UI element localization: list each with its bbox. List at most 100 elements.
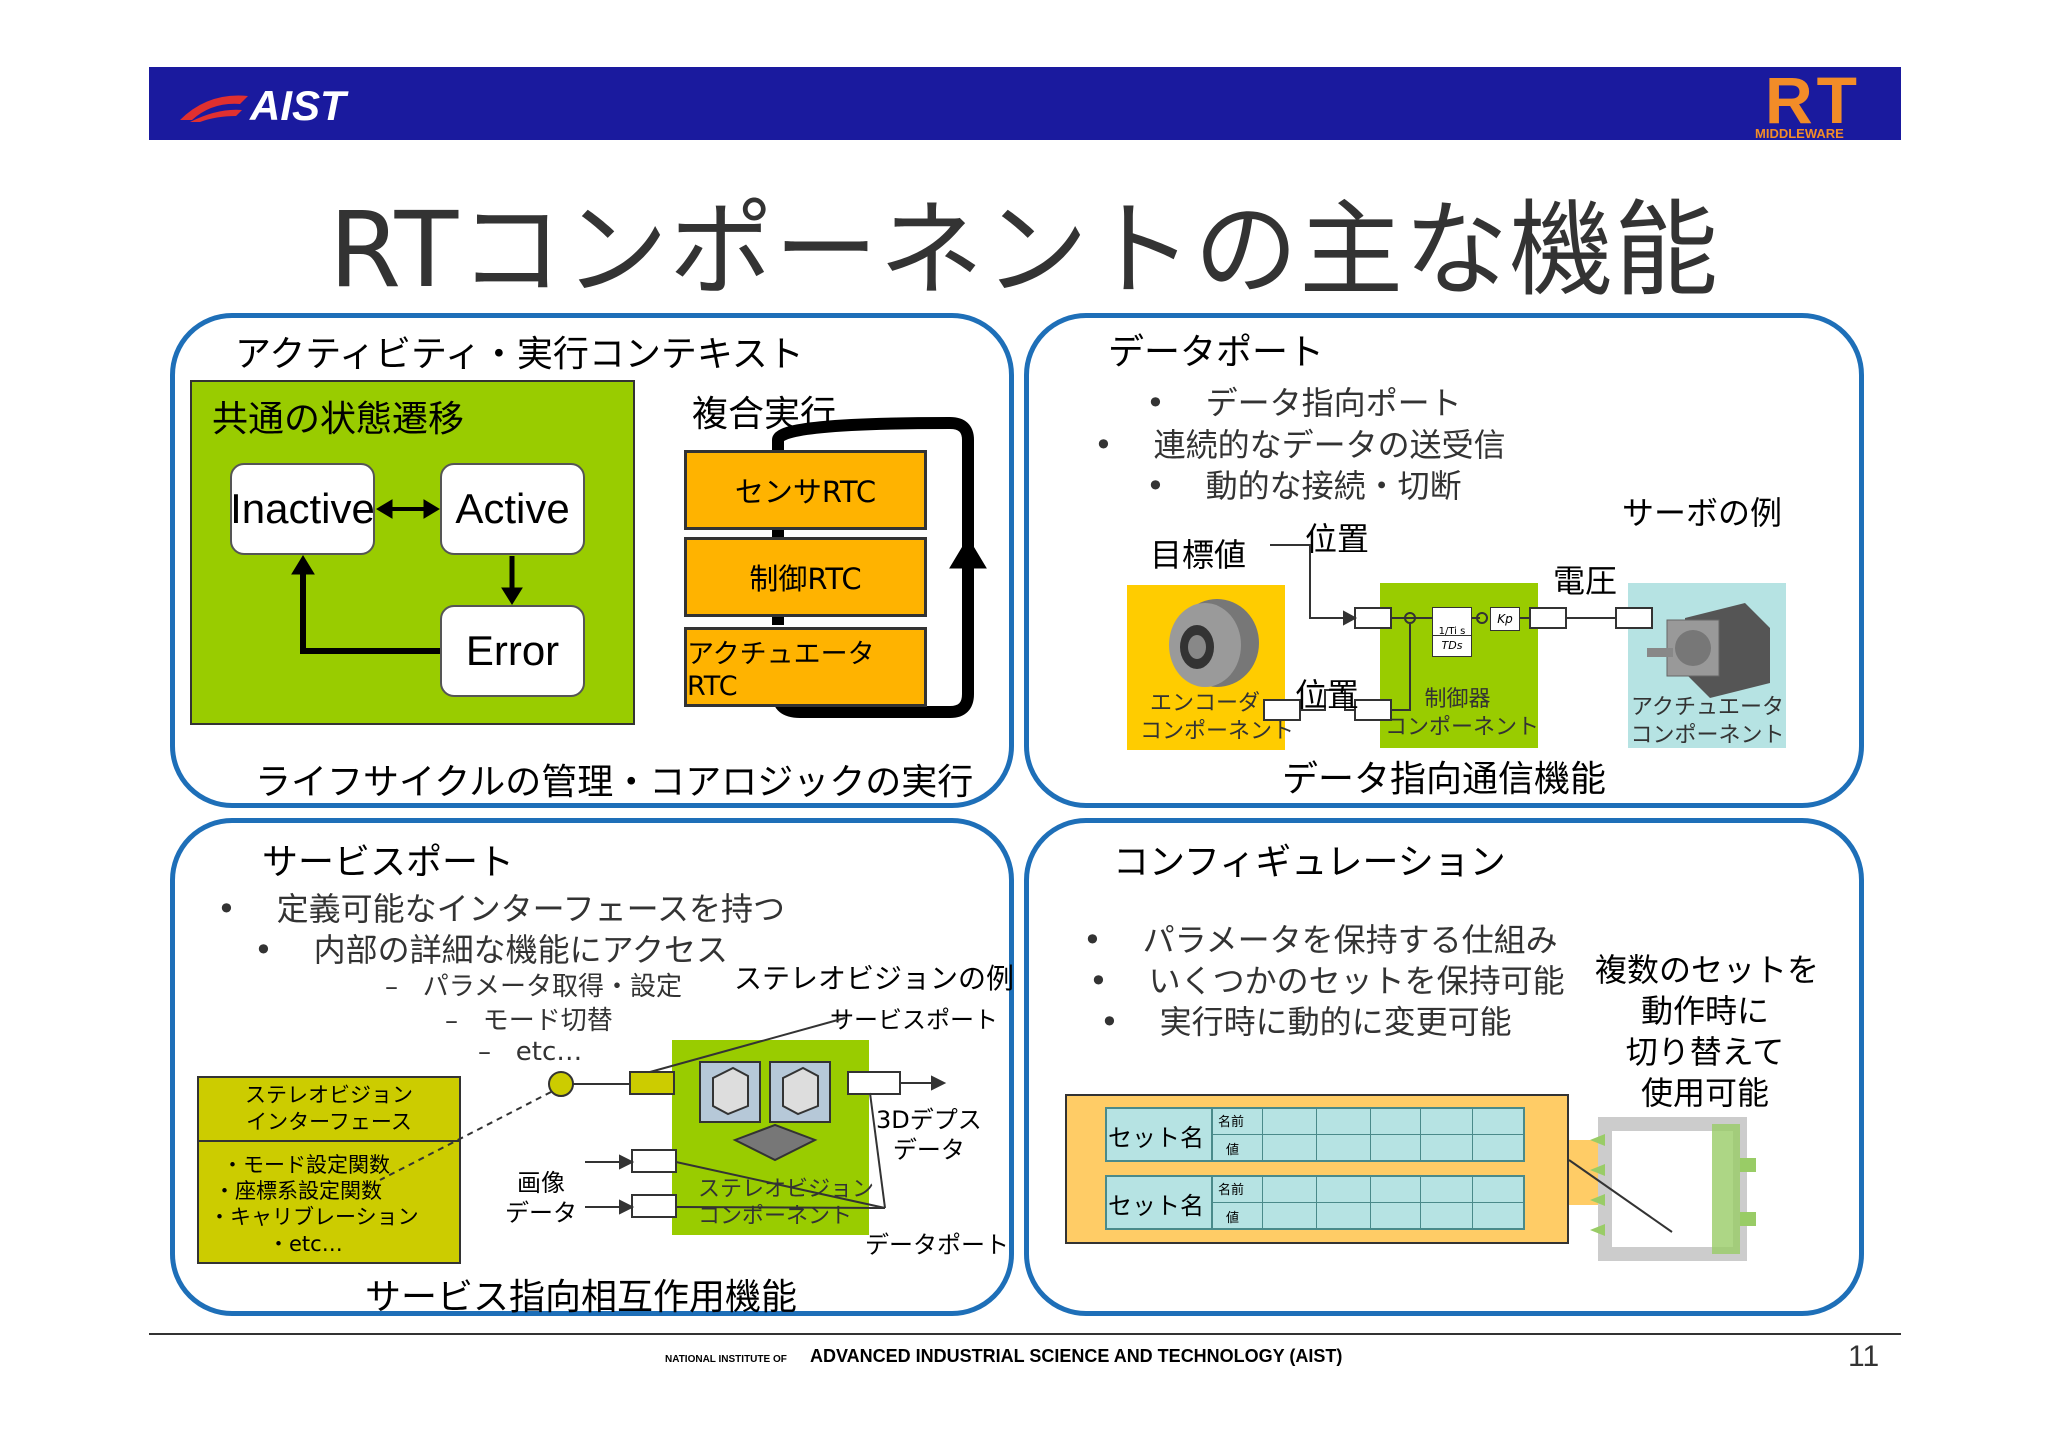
set-2-field-value: 値 [1226,1211,1240,1226]
target-value-label: 目標値 [1150,536,1247,574]
state-inactive: Inactive [230,463,375,555]
set-1-row-line [1213,1134,1525,1135]
q3-subbullet-1-text: パラメータ取得・設定 [422,972,683,1002]
q3-bullet-2: • 内部の詳細な機能にアクセス [254,931,728,969]
actuator-label: アクチュエータコンポーネント [1630,694,1785,750]
interface-item-2: ・座標系設定関数 [214,1179,382,1203]
depth-data-label: 3Dデプスデータ [876,1105,982,1165]
rt-logo-subtext: MIDDLEWARE [1755,126,1844,141]
interface-item-4: ・etc… [268,1232,343,1256]
q2-title: データポート [1108,332,1325,373]
set-2-col-1 [1262,1175,1263,1230]
motor-image [1647,603,1770,698]
image-data-line2: データ [505,1199,577,1227]
rt-middleware-logo: RT MIDDLEWARE [1755,63,1885,144]
position-label-bottom: 位置 [1295,676,1360,714]
actuator-label-line2: コンポーネント [1630,723,1785,748]
set-2-divider [1211,1175,1213,1230]
set-1-field-name: 名前 [1218,1115,1245,1130]
q3-title: サービスポート [262,842,515,883]
q3-bullet-1: • 定義可能なインターフェースを持つ [217,890,786,928]
q4-bullet-2-text: いくつかのセットを保持可能 [1148,962,1565,1000]
aist-logo-icon [180,95,248,122]
q4-bullet-3: • 実行時に動的に変更可能 [1100,1003,1512,1041]
encoder-label-line1: エンコーダ [1149,691,1260,716]
set-1-col-5 [1472,1107,1473,1162]
stereo-example-label: ステレオビジョンの例 [734,962,1015,995]
q3-bullet-1-text: 定義可能なインターフェースを持つ [276,890,786,928]
q4-bullet-1: • パラメータを保持する仕組み [1083,921,1558,959]
q4-side-note: 複数のセットを動作時に切り替えて使用可能 [1595,950,1820,1114]
footer-main-text: ADVANCED INDUSTRIAL SCIENCE AND TECHNOLO… [810,1346,1343,1366]
encoder-image [1169,599,1259,687]
q3-subbullet-2: – モード切替 [445,1006,613,1036]
set-2-field-name: 名前 [1218,1183,1245,1198]
side-note-line2: 動作時に [1640,992,1769,1030]
position-label-top: 位置 [1305,520,1370,558]
q1-title: アクティビティ・実行コンテキスト [235,334,804,375]
controller-label: 制御器コンポーネント [1385,686,1540,742]
interface-title-line2: インターフェース [246,1110,412,1134]
set-1-col-1 [1262,1107,1263,1162]
encoder-label: エンコーダコンポーネント [1140,690,1295,746]
set-2-col-2 [1316,1175,1317,1230]
image-data-label: 画像データ [505,1168,577,1228]
rtc-control: 制御RTC [684,537,927,617]
controller-label-line2: コンポーネント [1385,715,1540,740]
image-data-line1: 画像 [517,1169,565,1197]
side-note-line1: 複数のセットを [1595,951,1820,989]
q2-bullet-2-text: 連続的なデータの送受信 [1153,426,1506,464]
interface-item-3: ・キャリブレーション [209,1205,419,1229]
stereo-component-label-line2: コンポーネント [698,1204,853,1229]
interface-divider [197,1140,461,1142]
set-1-col-2 [1316,1107,1317,1162]
interface-title-line1: ステレオビジョン [245,1083,413,1107]
state-active: Active [440,463,585,555]
q1-caption: ライフサイクルの管理・コアロジックの実行 [255,762,974,803]
q4-title: コンフィギュレーション [1113,842,1506,883]
q3-caption: サービス指向相互作用機能 [365,1277,798,1318]
q2-bullet-2: • 連続的なデータの送受信 [1094,426,1506,464]
set-1-divider [1211,1107,1213,1162]
footer-divider [149,1333,1901,1335]
controller-label-line1: 制御器 [1424,687,1491,712]
rtc-sensor: センサRTC [684,450,927,530]
set-1-name: セット名 [1108,1124,1204,1152]
set-2-col-4 [1420,1175,1421,1230]
q3-subbullet-3-text: etc… [515,1037,583,1067]
q2-bullet-3-text: 動的な接続・切断 [1205,467,1462,505]
side-note-line4: 使用可能 [1640,1074,1769,1112]
aist-logo-text: AIST [250,82,346,129]
rt-logo-text: RT [1765,63,1861,137]
set-1-col-4 [1420,1107,1421,1162]
servo-example-label: サーボの例 [1622,494,1783,532]
q4-bullet-3-text: 実行時に動的に変更可能 [1159,1003,1512,1041]
q3-subbullet-3: – etc… [478,1037,583,1067]
q3-bullet-2-text: 内部の詳細な機能にアクセス [313,931,728,969]
q2-caption: データ指向通信機能 [1282,759,1607,800]
state-box-title: 共通の状態遷移 [212,399,465,440]
q2-bullet-3: • 動的な接続・切断 [1146,467,1462,505]
q4-bullet-2: • いくつかのセットを保持可能 [1089,962,1565,1000]
q2-bullet-1-text: データ指向ポート [1205,384,1462,422]
footer-small-text: NATIONAL INSTITUTE OF [665,1354,787,1365]
encoder-label-line2: コンポーネント [1140,719,1295,744]
page-title: RTコンポーネントの主な機能 [328,189,1720,311]
voltage-label: 電圧 [1553,562,1618,600]
set-1-field-value: 値 [1226,1143,1240,1158]
stereo-interface-box [197,1076,461,1264]
q4-bullet-1-text: パラメータを保持する仕組み [1142,921,1558,959]
depth-data-line2: データ [892,1136,965,1164]
header-bar [149,67,1901,140]
data-port-label: データポート [865,1231,1009,1259]
actuator-label-line1: アクチュエータ [1631,695,1784,720]
side-note-line3: 切り替えて [1625,1033,1785,1071]
aist-logo: AIST [178,82,378,130]
set-1-col-3 [1370,1107,1371,1162]
page-number: 11 [1848,1340,1880,1373]
depth-data-line1: 3Dデプス [876,1106,982,1134]
